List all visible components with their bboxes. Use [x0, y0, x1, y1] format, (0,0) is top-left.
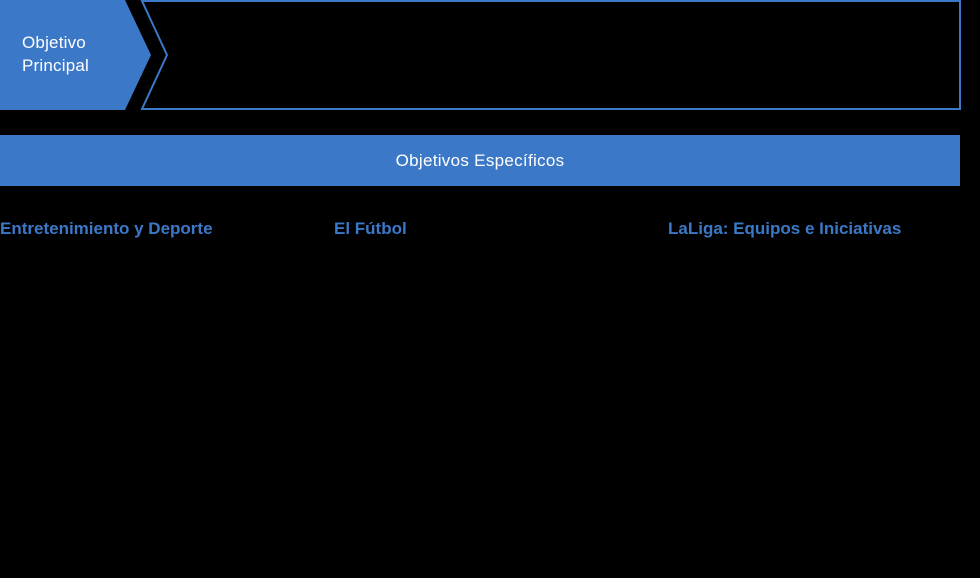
chevron-arrow-shape [0, 0, 151, 110]
main-objective-box [140, 0, 962, 111]
main-objective-tag: Objetivo Principal [0, 0, 152, 110]
main-objective-label: Objetivo Principal [22, 31, 132, 77]
main-objective-content [180, 10, 952, 101]
main-objective-label-line2: Principal [22, 56, 89, 75]
specific-objectives-banner: Objetivos Específicos [0, 135, 960, 186]
column-heading-football: El Fútbol [334, 219, 407, 238]
column-heading-laliga: LaLiga: Equipos e Iniciativas [668, 219, 902, 238]
column-heading-entertainment-sport: Entretenimiento y Deporte [0, 219, 213, 238]
chevron-box-outline [140, 0, 961, 110]
main-objective-label-line1: Objetivo [22, 33, 86, 52]
specific-objectives-title: Objetivos Específicos [395, 150, 565, 170]
